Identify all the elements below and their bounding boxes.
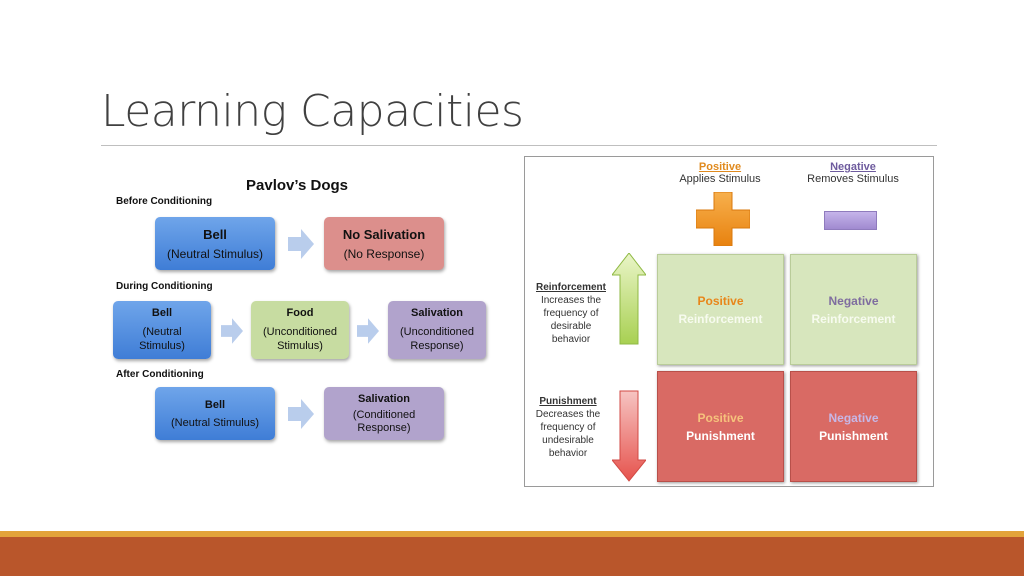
cell-neg-reinf-bottom: Reinforcement [811, 311, 896, 326]
during-bell-sub: (Neutral Stimulus) [139, 326, 185, 352]
positive-header-sub: Applies Stimulus [679, 173, 761, 185]
positive-header: Positive Applies Stimulus [665, 161, 775, 185]
punishment-title: Punishment [539, 396, 597, 407]
after-result-box: Salivation (Conditioned Response) [324, 387, 444, 440]
stage-label-during: During Conditioning [116, 281, 213, 292]
during-food-title: Food [286, 307, 314, 319]
stage-label-before: Before Conditioning [116, 196, 213, 207]
arrow-right-icon [221, 318, 243, 344]
negative-header-sub: Removes Stimulus [807, 173, 899, 185]
after-bell-box: Bell (Neutral Stimulus) [155, 387, 275, 440]
stage-label-after: After Conditioning [116, 369, 204, 380]
negative-header: Negative Removes Stimulus [798, 161, 908, 185]
cell-pos-pun-top: Positive [697, 410, 744, 425]
cell-pos-pun-bottom: Punishment [686, 428, 755, 443]
punishment-label: Punishment Decreases the frequency of un… [527, 395, 609, 460]
footer-bar [0, 537, 1024, 576]
cell-neg-reinf-top: Negative [828, 293, 879, 308]
cell-neg-pun-top: Negative [828, 410, 879, 425]
cell-negative-reinforcement: Negative Reinforcement [790, 254, 917, 365]
after-result-title: Salivation [358, 392, 410, 405]
arrow-right-icon [288, 399, 314, 429]
before-result-box: No Salivation (No Response) [324, 217, 444, 270]
after-bell-sub: (Neutral Stimulus) [170, 416, 260, 429]
cell-pos-reinf-bottom: Reinforcement [678, 311, 763, 326]
cell-neg-pun-bottom: Punishment [819, 428, 888, 443]
after-bell-title: Bell [204, 398, 226, 411]
down-arrow-icon [612, 390, 646, 482]
before-result-sub: (No Response) [343, 246, 425, 261]
reinforcement-desc: Increases the frequency of desirable beh… [540, 295, 602, 345]
during-result-box: Salivation (Unconditioned Response) [388, 301, 486, 359]
during-bell-box: Bell (Neutral Stimulus) [113, 301, 211, 359]
negative-header-title: Negative [830, 161, 876, 173]
cell-negative-punishment: Negative Punishment [790, 371, 917, 482]
before-result-title: No Salivation [342, 226, 426, 242]
before-bell-sub: (Neutral Stimulus) [166, 246, 264, 261]
reinforcement-matrix: Positive Applies Stimulus Negative Remov… [524, 156, 934, 487]
during-bell-title: Bell [151, 307, 173, 319]
cell-positive-punishment: Positive Punishment [657, 371, 784, 482]
positive-header-title: Positive [698, 161, 742, 173]
punishment-desc: Decreases the frequency of undesirable b… [535, 409, 601, 459]
before-bell-box: Bell (Neutral Stimulus) [155, 217, 275, 270]
pavlov-title: Pavlov’s Dogs [246, 177, 348, 194]
before-bell-title: Bell [203, 226, 227, 242]
arrow-right-icon [288, 229, 314, 259]
during-result-title: Salivation [411, 307, 463, 319]
cell-pos-reinf-top: Positive [697, 293, 744, 308]
cell-positive-reinforcement: Positive Reinforcement [657, 254, 784, 365]
footer-accent-stripe [0, 531, 1024, 537]
title-divider [101, 145, 937, 146]
arrow-right-icon [357, 318, 379, 344]
during-food-box: Food (Unconditioned Stimulus) [251, 301, 349, 359]
after-result-sub: (Conditioned Response) [352, 408, 416, 434]
reinforcement-label: Reinforcement Increases the frequency of… [527, 281, 615, 346]
minus-icon [824, 211, 877, 230]
plus-icon [696, 192, 750, 246]
reinforcement-title: Reinforcement [535, 282, 606, 293]
slide-title: Learning Capacities [101, 86, 524, 137]
during-food-sub: (Unconditioned Stimulus) [263, 326, 337, 352]
during-result-sub: (Unconditioned Response) [400, 326, 474, 352]
up-arrow-icon [612, 253, 646, 345]
